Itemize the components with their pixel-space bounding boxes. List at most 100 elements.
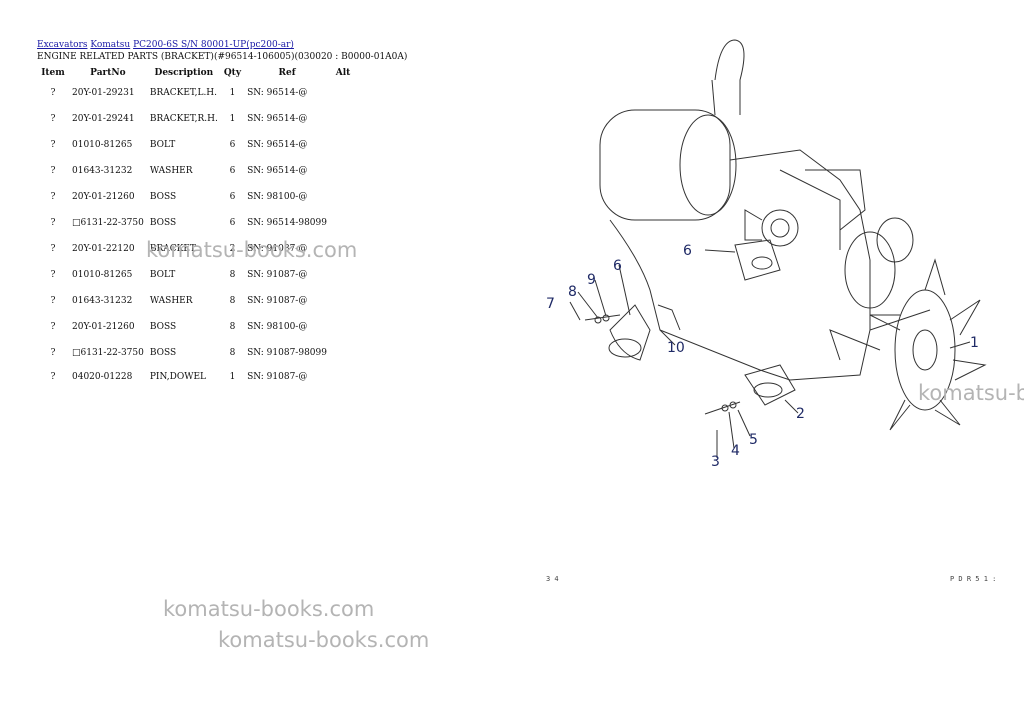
- cell-partno: 01010-81265: [72, 270, 133, 280]
- cell-description: BOSS: [149, 322, 177, 332]
- watermark: komatsu-books.com: [218, 628, 430, 652]
- cell-description: BOSS: [149, 192, 177, 202]
- cell-item: ?: [50, 270, 56, 280]
- engine-drawing: [569, 39, 987, 458]
- cell-partno: 20Y-01-29241: [72, 114, 135, 124]
- intake-pipe-icon: [714, 39, 745, 115]
- cell-ref: SN: 96514-@: [247, 140, 308, 150]
- cell-description: PIN,DOWEL: [149, 372, 207, 382]
- diagram-corner-bottom-right: P D R 5 1 :: [950, 575, 996, 583]
- cell-alt: [330, 158, 356, 184]
- cell-description: BOLT: [149, 140, 176, 150]
- cell-qty: 1: [229, 372, 236, 382]
- cell-item: ?: [50, 244, 56, 254]
- cell-qty: 6: [229, 166, 236, 176]
- cell-alt: [330, 236, 356, 262]
- cell-alt: [330, 80, 356, 106]
- parts-diagram: 1 2 3 4 5 6 6 7 8 9 10 3 4 P D R 5 1 :: [546, 39, 996, 583]
- watermark: komatsu-books.com: [163, 597, 375, 621]
- bracket-lh-icon: [609, 304, 651, 361]
- callout-2: 2: [796, 406, 805, 422]
- header-alt: Alt: [335, 68, 351, 78]
- cell-partno: 20Y-01-21260: [72, 322, 135, 332]
- cell-qty: 6: [229, 192, 236, 202]
- cell-partno: □6131-22-3750: [72, 348, 144, 358]
- cell-item: ?: [50, 372, 56, 382]
- callout-4: 4: [731, 443, 740, 459]
- parts-table: Item PartNo Description Qty Ref Alt ? 20Y…: [37, 66, 356, 388]
- diagram-corner-bottom-left: 3 4: [546, 575, 559, 583]
- cell-description: BOSS: [149, 218, 177, 228]
- table-row: ? 20Y-01-22120 BRACKET 2 SN: 91087-@: [37, 236, 356, 262]
- header-partno: PartNo: [90, 68, 126, 78]
- turbo-icon: [761, 209, 799, 247]
- breadcrumb-link-model[interactable]: PC200-6S S/N 80001-UP(pc200-ar): [133, 40, 294, 50]
- cell-qty: 6: [229, 218, 236, 228]
- cell-alt: [330, 314, 356, 340]
- callout-6-top: 6: [683, 243, 692, 259]
- table-row: ? 20Y-01-21260 BOSS 8 SN: 98100-@: [37, 314, 356, 340]
- callout-9: 9: [587, 272, 596, 288]
- callout-labels: 1 2 3 4 5 6 6 7 8 9 10: [546, 243, 979, 470]
- cell-item: ?: [50, 140, 56, 150]
- air-cleaner-icon: [599, 109, 731, 221]
- cell-description: BRACKET,R.H.: [149, 114, 218, 124]
- cell-alt: [330, 184, 356, 210]
- cell-ref: SN: 91087-@: [247, 244, 308, 254]
- cell-ref: SN: 96514-@: [247, 114, 308, 124]
- cell-description: BOLT: [149, 270, 176, 280]
- cell-ref: SN: 96514-@: [247, 166, 308, 176]
- header-description: Description: [154, 68, 214, 78]
- callout-8: 8: [568, 284, 577, 300]
- cell-item: ?: [50, 348, 56, 358]
- cell-qty: 8: [229, 270, 236, 280]
- header-ref: Ref: [278, 68, 296, 78]
- cell-alt: [330, 340, 356, 366]
- table-header-row: Item PartNo Description Qty Ref Alt: [37, 66, 356, 80]
- cell-alt: [330, 106, 356, 132]
- cell-item: ?: [50, 322, 56, 332]
- callout-6-left: 6: [613, 258, 622, 274]
- cell-partno: 20Y-01-22120: [72, 244, 135, 254]
- breadcrumb-link-excavators[interactable]: Excavators: [37, 40, 88, 50]
- cell-qty: 2: [229, 244, 236, 254]
- cell-ref: SN: 91087-@: [247, 372, 308, 382]
- cell-item: ?: [50, 218, 56, 228]
- cell-ref: SN: 98100-@: [247, 322, 308, 332]
- cell-ref: SN: 91087-98099: [247, 348, 327, 358]
- cell-ref: SN: 98100-@: [247, 192, 308, 202]
- bracket-rh-icon: [744, 364, 796, 406]
- cell-item: ?: [50, 166, 56, 176]
- cell-description: BRACKET,L.H.: [149, 88, 218, 98]
- cell-alt: [330, 210, 356, 236]
- cell-ref: SN: 91087-@: [247, 296, 308, 306]
- cell-description: WASHER: [149, 166, 193, 176]
- callout-3: 3: [711, 454, 720, 470]
- cell-qty: 1: [229, 114, 236, 124]
- callout-5: 5: [749, 432, 758, 448]
- cell-description: WASHER: [149, 296, 193, 306]
- cell-qty: 8: [229, 322, 236, 332]
- cell-partno: 01643-31232: [72, 166, 133, 176]
- breadcrumb-link-komatsu[interactable]: Komatsu: [90, 40, 131, 50]
- cell-partno: 20Y-01-29231: [72, 88, 135, 98]
- cell-alt: [330, 132, 356, 158]
- cell-alt: [330, 288, 356, 314]
- engine-block-icon: [609, 219, 931, 381]
- header-qty: Qty: [223, 68, 242, 78]
- header-item: Item: [41, 68, 65, 78]
- cell-item: ?: [50, 296, 56, 306]
- callout-1: 1: [970, 335, 979, 351]
- cell-qty: 1: [229, 88, 236, 98]
- cell-description: BRACKET: [149, 244, 196, 254]
- cell-alt: [330, 366, 356, 388]
- cell-alt: [330, 262, 356, 288]
